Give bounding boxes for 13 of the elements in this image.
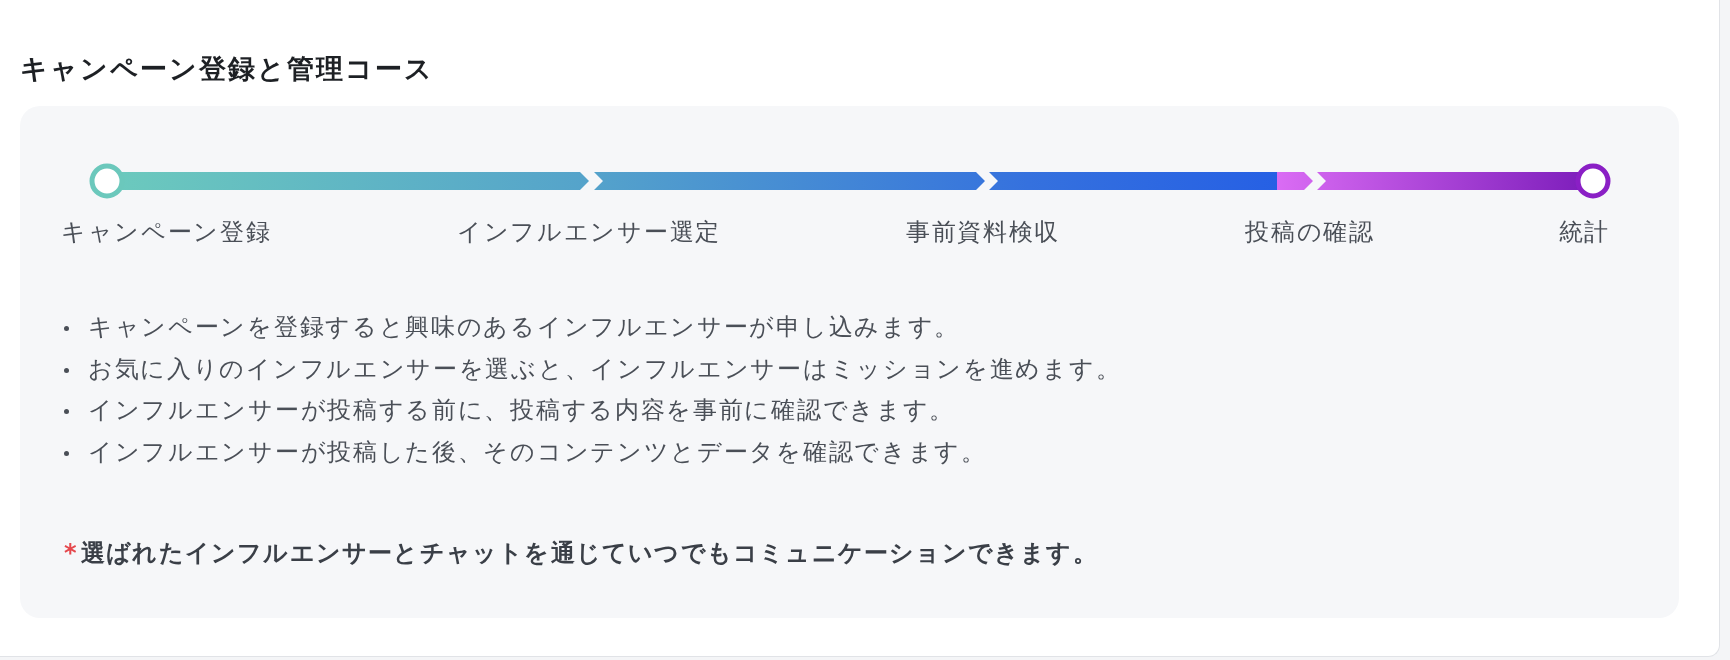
footnote-text: 選ばれたインフルエンサーとチャットを通じていつでもコミュニケーションできます。 xyxy=(81,538,1098,569)
bullet-text: インフルエンサーが投稿した後、そのコンテンツとデータを確認できます。 xyxy=(88,437,987,468)
stage-label: キャンペーン登録 xyxy=(61,217,272,248)
bullet-text: お気に入りのインフルエンサーを選ぶと、インフルエンサーはミッションを進めます。 xyxy=(88,354,1122,385)
stage-label: インフルエンサー選定 xyxy=(457,217,721,248)
stage-label: 投稿の確認 xyxy=(1245,217,1375,248)
bullet-text: インフルエンサーが投稿する前に、投稿する内容を事前に確認できます。 xyxy=(88,395,956,426)
bullet-text: キャンペーンを登録すると興味のあるインフルエンサーが申し込みます。 xyxy=(88,312,961,343)
stage-label: 事前資料検収 xyxy=(905,217,1061,248)
stage-label: 統計 xyxy=(1558,217,1610,248)
diagram-title: キャンペーン登録と管理コース xyxy=(20,52,434,86)
footnote-asterisk: * xyxy=(64,538,77,569)
content-panel xyxy=(20,106,1679,618)
